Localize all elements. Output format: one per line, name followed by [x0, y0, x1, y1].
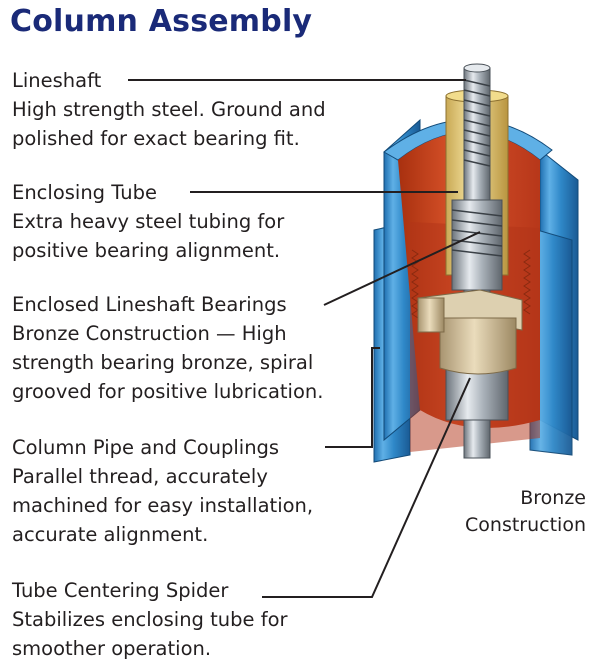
label-enclosed-bearings: Enclosed Lineshaft Bearings Bronze Const…: [12, 290, 323, 406]
enclosing-tube-desc-line1: Extra heavy steel tubing for: [12, 210, 285, 233]
bronze-bearing-shape: [417, 289, 523, 375]
label-spider: Tube Centering Spider Stabilizes enclosi…: [12, 576, 288, 663]
column-pipe-desc-line2: machined for easy installation,: [12, 494, 314, 517]
enclosing-tube-heading: Enclosing Tube: [12, 181, 157, 204]
label-enclosing-tube: Enclosing Tube Extra heavy steel tubing …: [12, 178, 284, 265]
bronze-construction-callout: Bronze Construction: [448, 485, 586, 539]
leader-column-pipe: [325, 347, 380, 448]
spider-heading: Tube Centering Spider: [12, 579, 229, 602]
column-pipe-desc-line3: accurate alignment.: [12, 523, 209, 546]
column-pipe-desc-line1: Parallel thread, accurately: [12, 465, 268, 488]
bearings-heading: Enclosed Lineshaft Bearings: [12, 293, 287, 316]
column-pipe-heading: Column Pipe and Couplings: [12, 436, 280, 459]
label-column-pipe: Column Pipe and Couplings Parallel threa…: [12, 433, 313, 549]
bearings-desc-line1: Bronze Construction — High: [12, 322, 287, 345]
spider-desc-line1: Stabilizes enclosing tube for: [12, 608, 288, 631]
bronze-callout-line2: Construction: [465, 514, 586, 536]
diagram-title: Column Assembly: [10, 4, 313, 39]
leader-spider: [262, 377, 471, 598]
lineshaft-desc-line2: polished for exact bearing fit.: [12, 127, 300, 150]
lineshaft-heading: Lineshaft: [12, 69, 102, 92]
bronze-callout-line1: Bronze: [520, 487, 586, 509]
label-lineshaft: Lineshaft High strength steel. Ground an…: [12, 66, 326, 153]
leader-bearings: [323, 231, 481, 306]
bearings-desc-line3: grooved for positive lubrication.: [12, 380, 324, 403]
bearings-desc-line2: strength bearing bronze, spiral: [12, 351, 314, 374]
lineshaft-desc-line1: High strength steel. Ground and: [12, 98, 326, 121]
spider-desc-line2: smoother operation.: [12, 637, 212, 660]
leader-lines: [128, 79, 481, 598]
enclosing-tube-desc-line2: positive bearing alignment.: [12, 239, 281, 262]
